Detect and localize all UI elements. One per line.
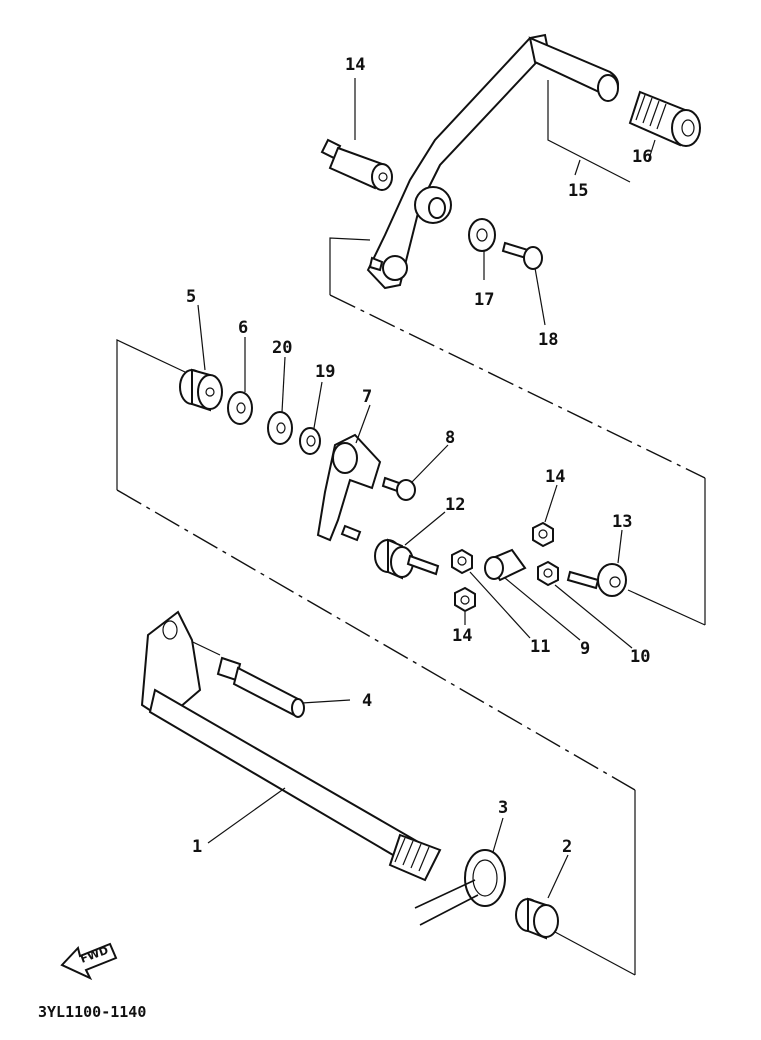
washer-icon [468, 218, 496, 252]
rod-end-icon [374, 538, 440, 580]
callout-12: 12 [445, 495, 465, 515]
collar-icon [515, 897, 559, 940]
callout-4: 4 [362, 691, 372, 711]
bolt-icon [381, 476, 416, 501]
forward-arrow-icon: FWD [60, 942, 118, 981]
leader-lines [197, 78, 656, 899]
nut-icon [537, 560, 559, 587]
stud-bolt-icon [216, 656, 305, 718]
nut-icon [451, 548, 473, 575]
nut-icon [454, 586, 476, 613]
callout-21: 20 [272, 338, 292, 358]
nut-icon [532, 521, 554, 548]
bushing-icon [179, 368, 223, 412]
callout-7: 7 [362, 387, 372, 407]
callout-10: 10 [630, 647, 650, 667]
shift-arm-icon [316, 433, 382, 542]
callout-8: 8 [445, 428, 455, 448]
callout-16: 15 [568, 181, 588, 201]
callout-6: 6 [238, 318, 248, 338]
shift-shaft-icon [140, 610, 442, 882]
callout-2: 2 [562, 837, 572, 857]
callout-19: 18 [538, 330, 558, 350]
pedal-rubber-icon [628, 90, 701, 147]
callout-11: 11 [530, 637, 550, 657]
reference-lines [116, 237, 706, 976]
callout-14-lower: 14 [452, 626, 472, 646]
pivot-bolt-icon [320, 138, 393, 191]
bolt-icon [501, 241, 543, 270]
callout-5: 5 [186, 287, 196, 307]
circlip-icon [299, 427, 321, 455]
callout-3: 3 [498, 798, 508, 818]
callout-18: 17 [474, 290, 494, 310]
callout-9: 9 [580, 639, 590, 659]
rod-end-icon [566, 563, 627, 597]
torsion-spring-icon [414, 849, 506, 926]
callout-20: 19 [315, 362, 335, 382]
callout-1: 1 [192, 837, 202, 857]
diagram-code: 3YL1100-1140 [38, 1003, 146, 1021]
callout-labels: 14 16 15 17 18 5 6 20 19 7 8 14 12 13 14… [186, 55, 652, 857]
joint-icon [484, 548, 527, 582]
callout-15: 14 [345, 55, 365, 75]
washer-icon [227, 391, 253, 425]
callout-13: 13 [612, 512, 632, 532]
washer-icon [267, 411, 293, 445]
callout-14-upper: 14 [545, 467, 565, 487]
callout-17: 16 [632, 147, 652, 167]
shift-pedal-icon [366, 33, 619, 290]
